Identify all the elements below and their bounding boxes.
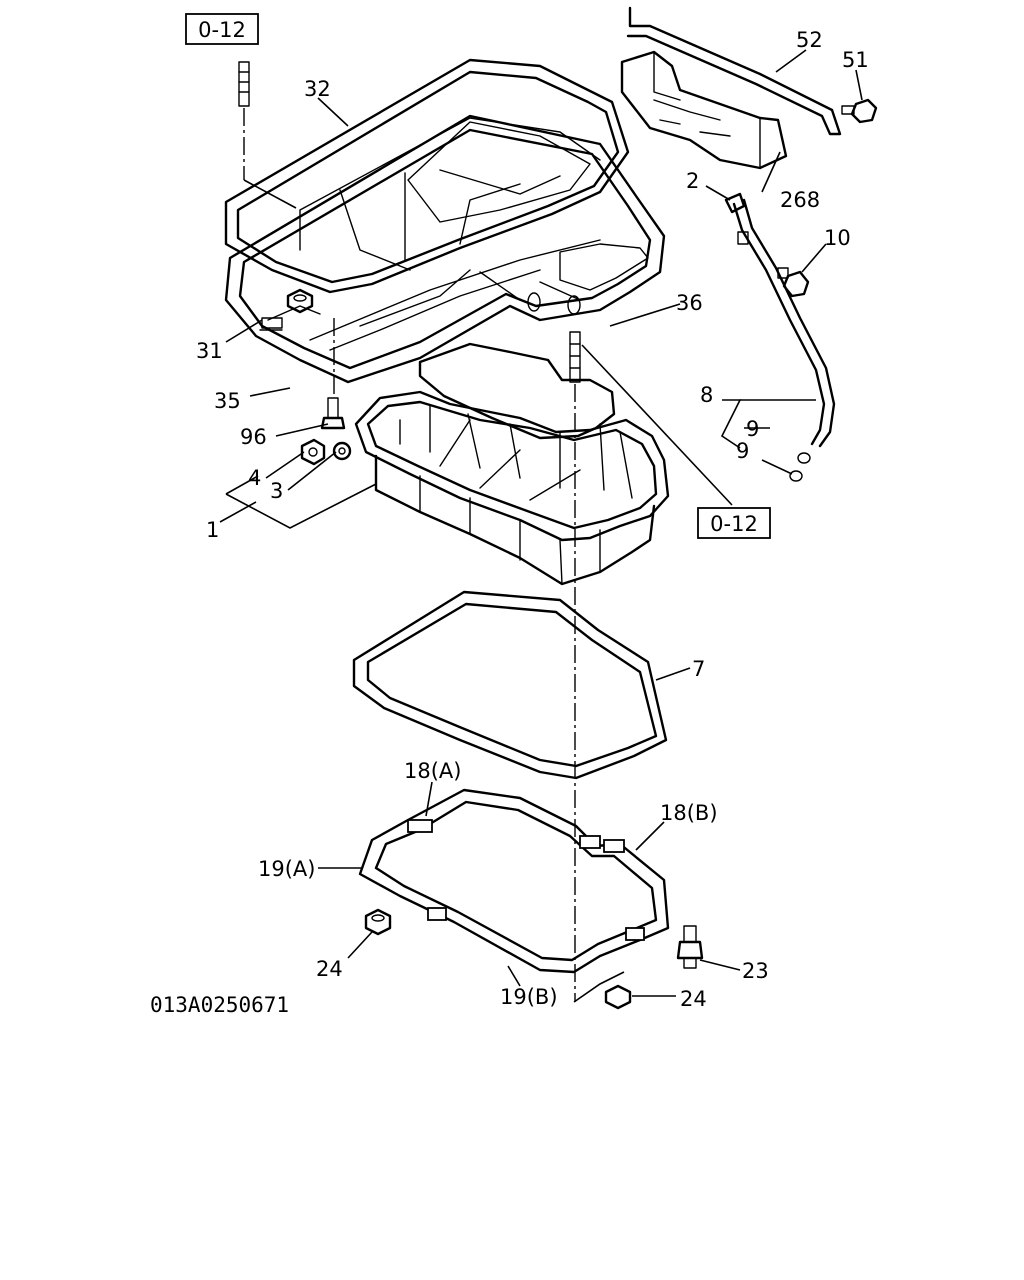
ref-box-right: 0-12 xyxy=(697,507,771,539)
washer-3 xyxy=(332,441,352,461)
stud-right xyxy=(569,331,733,506)
label-31: 31 xyxy=(196,339,223,363)
label-4: 4 xyxy=(248,466,261,490)
oil-pan xyxy=(354,390,670,586)
bolt-96 xyxy=(320,397,346,430)
label-36: 36 xyxy=(676,291,703,315)
label-10: 10 xyxy=(824,226,851,250)
ref-box-right-text: 0-12 xyxy=(710,512,758,536)
oil-pan-lower-gasket xyxy=(352,590,668,780)
label-24-right: 24 xyxy=(680,987,707,1011)
heat-shield-268 xyxy=(620,50,788,170)
label-32: 32 xyxy=(304,77,331,101)
stud-top xyxy=(238,61,297,209)
label-19b: 19(B) xyxy=(500,985,558,1009)
part-labels: 52 51 32 268 2 10 36 31 35 96 8 9 9 4 3 … xyxy=(196,28,869,1011)
dipstick-guide xyxy=(724,192,836,482)
label-1: 1 xyxy=(206,518,219,542)
label-23: 23 xyxy=(742,959,769,983)
label-9-lower: 9 xyxy=(736,439,749,463)
oil-pan-upper-gasket xyxy=(418,342,616,440)
upper-case-gasket xyxy=(224,58,630,294)
label-9-upper: 9 xyxy=(746,417,759,441)
sensor-23 xyxy=(676,925,704,969)
label-51: 51 xyxy=(842,48,869,72)
label-268: 268 xyxy=(780,188,820,212)
label-18b: 18(B) xyxy=(660,801,718,825)
label-52: 52 xyxy=(796,28,823,52)
nut-35 xyxy=(286,288,314,314)
label-2: 2 xyxy=(686,169,699,193)
label-7: 7 xyxy=(692,657,705,681)
bracket-52 xyxy=(626,6,842,136)
seal-set xyxy=(358,788,670,974)
nut-24-right xyxy=(604,984,632,1010)
drain-plug-4 xyxy=(300,438,326,466)
bolt-51 xyxy=(841,98,878,124)
drawing-code: 013A0250671 xyxy=(150,993,289,1017)
label-96: 96 xyxy=(240,425,267,449)
upper-oil-case xyxy=(224,114,666,384)
ref-box-top-text: 0-12 xyxy=(198,18,246,42)
label-24-left: 24 xyxy=(316,957,343,981)
label-18a: 18(A) xyxy=(404,759,461,783)
label-35: 35 xyxy=(214,389,241,413)
label-8: 8 xyxy=(700,383,713,407)
leader-lines xyxy=(219,49,863,1003)
label-19a: 19(A) xyxy=(258,857,315,881)
ref-box-top: 0-12 xyxy=(185,13,259,45)
nut-24-left xyxy=(364,908,392,936)
label-3: 3 xyxy=(270,479,283,503)
